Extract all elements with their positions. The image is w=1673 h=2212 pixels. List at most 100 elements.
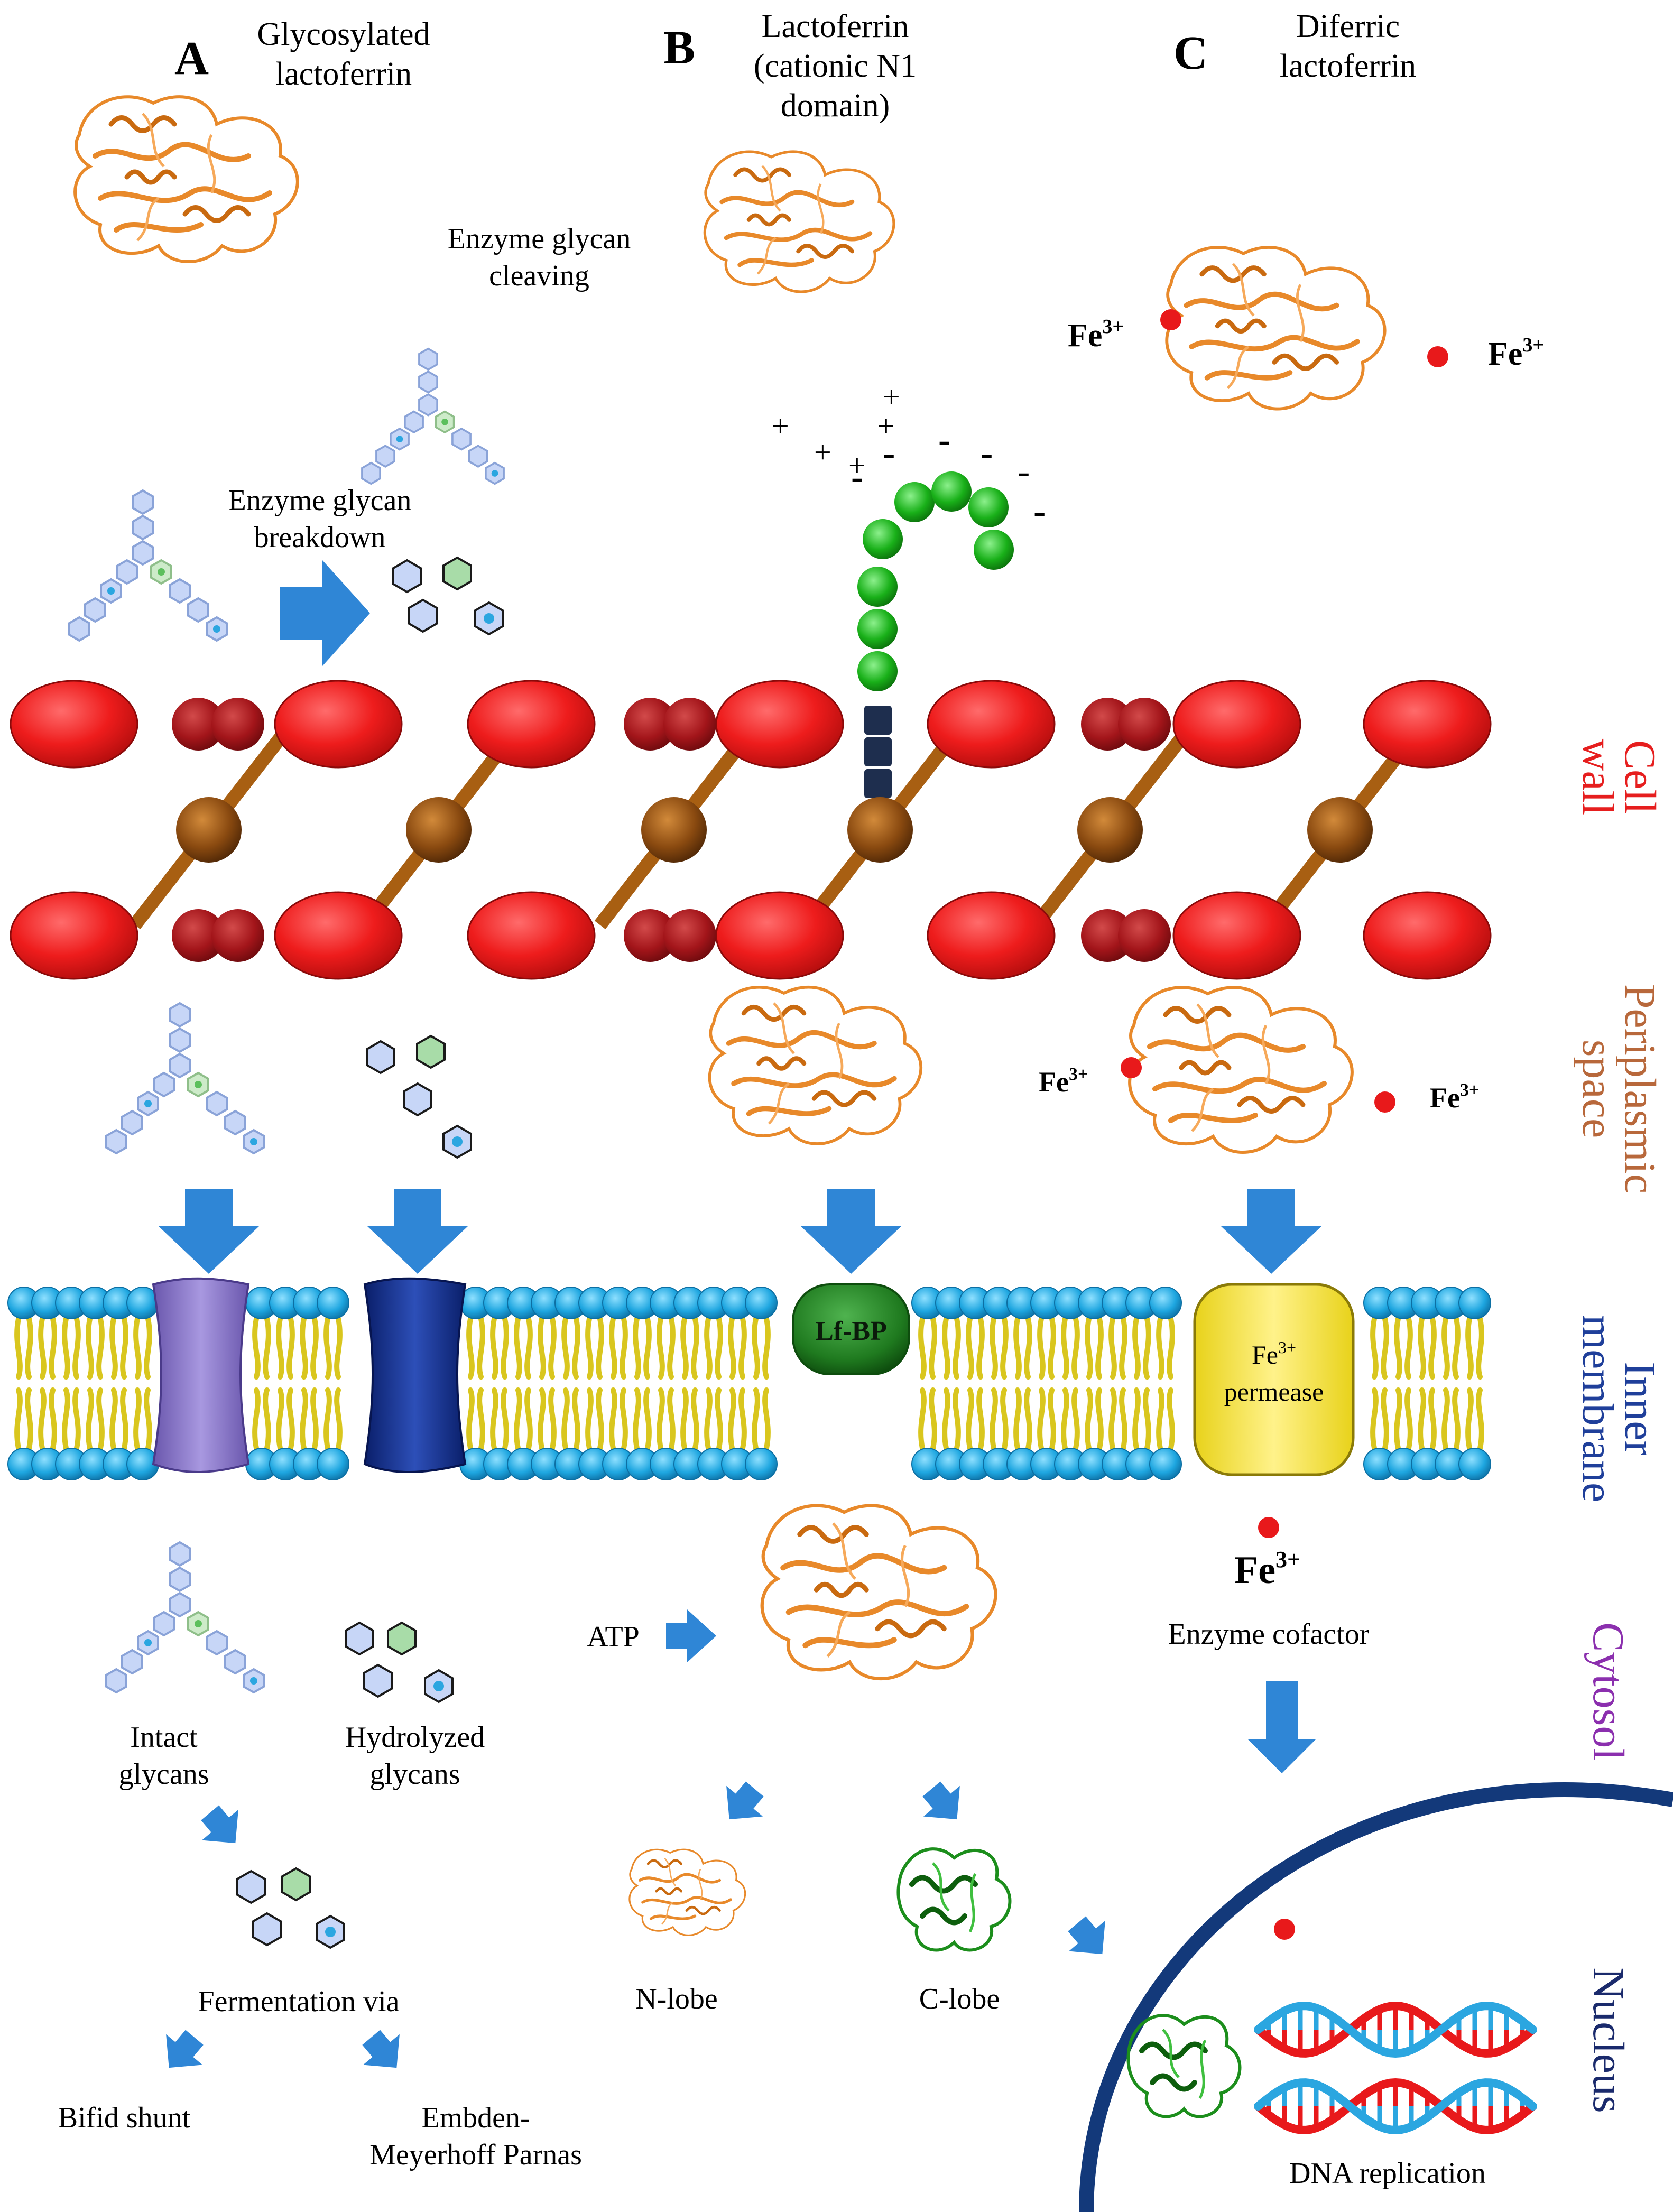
lipid-tail: [1428, 1387, 1437, 1451]
periplasm-sugar-2: [416, 1035, 446, 1069]
lipid-tail: [918, 1316, 927, 1380]
lipid-tail: [1048, 1387, 1056, 1451]
lipid-tail: [538, 1316, 546, 1380]
glycan-tree-top: [69, 490, 227, 641]
panel-b-title-1: Lactoferrin: [762, 8, 909, 44]
svg-text:Inner: Inner: [1615, 1362, 1665, 1455]
lipid-head: [745, 1448, 778, 1480]
lipid-tail: [633, 1316, 641, 1380]
monosaccharide-2: [442, 557, 472, 590]
lipid-tail: [1465, 1387, 1474, 1451]
nam-sugar: [927, 680, 1056, 769]
lipid-tail: [680, 1387, 689, 1451]
fermentation-sugar-2: [281, 1867, 311, 1901]
peptide-bridge: [1077, 797, 1143, 863]
lipid-tail: [524, 1316, 533, 1380]
lipid-tail: [667, 1387, 676, 1451]
lipid-tail: [1418, 1387, 1426, 1451]
arrow-fe-to-nucleus: [1247, 1681, 1316, 1773]
nam-sugar: [715, 680, 844, 769]
svg-text:Cell: Cell: [1615, 740, 1665, 814]
lipid-tail: [667, 1316, 676, 1380]
lipid-tail: [86, 1316, 94, 1380]
lipid-tail: [620, 1387, 628, 1451]
nucleus-iron: [1274, 1919, 1295, 1940]
permease-label: permease: [1224, 1377, 1324, 1406]
lipid-tail: [120, 1316, 128, 1380]
lf-bp-receptor: [792, 1283, 910, 1375]
lipid-head: [1458, 1287, 1491, 1319]
lipid-tail: [1370, 1387, 1379, 1451]
lipid-tail: [585, 1316, 594, 1380]
lipid-tail: [704, 1316, 713, 1380]
periplasm-fe-right: Fe3+: [1430, 1080, 1479, 1114]
lipid-tail: [334, 1316, 343, 1380]
lipid-tail: [976, 1387, 985, 1451]
svg-text:-: -: [938, 420, 950, 460]
svg-text:-: -: [1033, 491, 1046, 532]
lipid-tail: [14, 1387, 23, 1451]
lipid-tail: [752, 1387, 760, 1451]
nam-sugar: [274, 891, 403, 980]
nam-sugar: [10, 891, 138, 980]
dna-double-helix: [1254, 2001, 1537, 2135]
lipid-tail: [49, 1316, 57, 1380]
cell-wall-peptidoglycan: [10, 680, 1492, 980]
lipid-tail: [514, 1387, 522, 1451]
lipid-tail: [144, 1387, 152, 1451]
periplasm-sugar-1: [366, 1040, 395, 1074]
lipid-tail: [929, 1316, 937, 1380]
lipid-tail: [490, 1387, 498, 1451]
lipid-tail: [657, 1387, 665, 1451]
lipid-tail: [466, 1387, 475, 1451]
lipid-tail: [620, 1316, 628, 1380]
nam-sugar: [927, 891, 1056, 980]
arrow-to-bifid-shunt: [151, 2022, 213, 2084]
lipid-tail: [953, 1387, 961, 1451]
lipid-tail: [477, 1316, 485, 1380]
lipid-tail: [752, 1316, 760, 1380]
lipid-tail: [715, 1316, 723, 1380]
lipid-tail: [286, 1316, 295, 1380]
peptide-bridge: [641, 797, 707, 863]
fermentation-sugar-1: [236, 1870, 266, 1904]
peptide-bridge: [406, 797, 472, 863]
lipid-tail: [1061, 1316, 1069, 1380]
lipid-tail: [49, 1387, 57, 1451]
arrow-to-nlobe: [711, 1773, 773, 1835]
lipid-tail: [1452, 1316, 1461, 1380]
lipid-tail: [1000, 1387, 1009, 1451]
panel-a-title-2: lactoferrin: [275, 56, 412, 92]
nam-sugar: [1363, 891, 1492, 980]
lipid-tail: [1167, 1316, 1175, 1380]
lipid-tail: [1119, 1387, 1127, 1451]
lipid-tail: [1108, 1387, 1117, 1451]
lipid-tail: [86, 1387, 94, 1451]
periplasm-diferric-lactoferrin: [1130, 987, 1352, 1152]
lipid-tail: [133, 1316, 142, 1380]
periplasm-iron-right: [1374, 1091, 1395, 1113]
cytosol-glycan-tree: [106, 1542, 264, 1692]
nag-sugar: [1081, 698, 1134, 751]
nam-sugar: [1363, 680, 1492, 769]
peptide-bridge: [847, 797, 913, 863]
svg-text:+: +: [848, 448, 866, 483]
lipid-tail: [1381, 1387, 1389, 1451]
arrow-sugar-to-transporter: [367, 1189, 468, 1274]
nag-sugar: [1118, 909, 1171, 962]
svg-text:+: +: [883, 380, 900, 414]
arrow-to-embden: [353, 2022, 415, 2084]
nag-sugar: [663, 909, 716, 962]
lipid-tail: [585, 1387, 594, 1451]
cleaved-glycan: [362, 349, 504, 484]
breakdown-arrow: [280, 560, 370, 666]
lipid-tail: [1476, 1387, 1484, 1451]
cytosol-fe-label: Fe3+: [1234, 1547, 1300, 1592]
monosaccharide-1: [392, 559, 422, 593]
nam-sugar: [274, 680, 403, 769]
lipid-tail: [310, 1316, 319, 1380]
lipid-tail: [1156, 1316, 1164, 1380]
inner-membrane-compartment-label: Inner membrane: [1573, 1315, 1665, 1503]
lipid-tail: [524, 1387, 533, 1451]
svg-text:Nucleus: Nucleus: [1584, 1967, 1633, 2113]
